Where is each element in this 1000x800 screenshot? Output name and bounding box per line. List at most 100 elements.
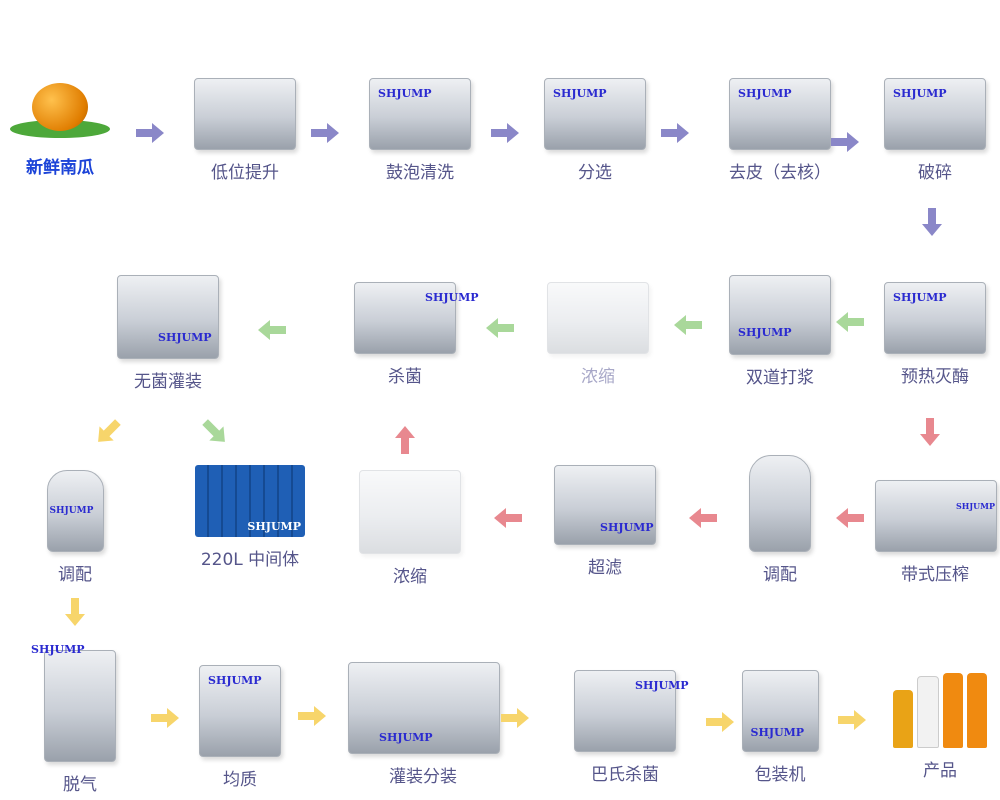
step-label: 预热灭酶 [901,367,969,387]
step-label: 无菌灌装 [134,372,202,392]
machine-image: SHJUMP [544,78,646,150]
step-fresh-pumpkin: 新鲜南瓜 [0,65,120,178]
step-degassing: SHJUMP 脱气 [20,643,140,795]
step-label: 新鲜南瓜 [26,158,94,178]
step-concentration-faded: 浓缩 [538,282,658,387]
step-crushing: SHJUMP 破碎 [875,78,995,183]
arrow-right-icon [838,710,866,730]
step-blending-2: 调配 [720,455,840,585]
arrow-right-icon [298,706,326,726]
arrow-down-icon [922,208,942,236]
brand-logo: SHJUMP [635,679,689,692]
arrow-left-icon [674,315,702,335]
step-low-lift: 低位提升 [185,78,305,183]
step-label: 脱气 [63,775,97,795]
machine-image [547,282,649,354]
arrow-diagonal-icon [91,415,125,449]
step-peeling: SHJUMP 去皮（去核） [720,78,840,183]
arrow-left-icon [486,318,514,338]
brand-logo: SHJUMP [738,326,792,339]
machine-image: SHJUMP [354,282,479,354]
step-label: 杀菌 [388,367,422,387]
machine-image: SHJUMP [884,282,986,354]
step-label: 低位提升 [211,163,279,183]
machine-image: SHJUMP [884,78,986,150]
step-label: 分选 [578,163,612,183]
step-sterilization: SHJUMP 杀菌 [345,282,479,387]
arrow-right-icon [491,123,519,143]
brand-logo: SHJUMP [379,731,433,744]
step-double-pulping: SHJUMP 双道打浆 [720,275,840,388]
brand-logo: SHJUMP [378,87,432,100]
arrow-left-icon [494,508,522,528]
step-ultrafiltration: SHJUMP 超滤 [545,465,665,578]
arrow-left-icon [689,508,717,528]
arrow-right-icon [151,708,179,728]
step-label: 双道打浆 [746,368,814,388]
step-label: 调配 [58,565,92,585]
machine-image [194,78,296,150]
step-bubble-washing: SHJUMP 鼓泡清洗 [360,78,480,183]
step-label: 调配 [763,565,797,585]
machine-image: SHJUMP [574,670,689,752]
arrow-down-icon [920,418,940,446]
step-label: 带式压榨 [901,565,969,585]
drums-image: SHJUMP [195,465,305,537]
step-filling-packing: SHJUMP 灌装分装 [348,662,500,787]
brand-logo: SHJUMP [893,291,947,304]
brand-logo: SHJUMP [893,87,947,100]
machine-image: SHJUMP [117,275,219,359]
step-label: 包装机 [754,765,806,785]
brand-logo: SHJUMP [247,520,301,533]
machine-image: SHJUMP [741,670,819,752]
step-label: 产品 [923,761,957,781]
machine-image [359,470,461,554]
juice-bottles-image [880,670,1000,748]
step-label: 去皮（去核） [729,163,831,183]
step-products: 产品 [880,670,1000,781]
machine-image: SHJUMP [554,465,656,545]
arrow-left-icon [258,320,286,340]
step-label: 巴氏杀菌 [591,765,659,785]
step-sorting: SHJUMP 分选 [535,78,655,183]
arrow-up-icon [395,426,415,454]
step-homogenization: SHJUMP 均质 [180,665,300,790]
brand-logo: SHJUMP [158,331,212,344]
arrow-right-icon [311,123,339,143]
brand-logo: SHJUMP [49,506,94,516]
step-belt-press: SHJUMP 带式压榨 [875,480,997,585]
step-label: 灌装分装 [389,767,457,787]
arrow-right-icon [501,708,529,728]
machine-image: SHJUMP [369,78,471,150]
arrow-right-icon [136,123,164,143]
step-label: 破碎 [918,163,952,183]
tank-image: SHJUMP [46,470,104,552]
step-pasteurization: SHJUMP 巴氏杀菌 [565,670,689,785]
step-blending-1: SHJUMP 调配 [15,470,135,585]
machine-image: SHJUMP [875,480,997,552]
brand-logo: SHJUMP [750,726,805,739]
arrow-down-icon [65,598,85,626]
arrow-left-icon [836,312,864,332]
arrow-diagonal-icon [198,415,232,449]
arrow-right-icon [661,123,689,143]
step-label: 鼓泡清洗 [386,163,454,183]
brand-logo: SHJUMP [425,291,479,304]
step-label: 220L 中间体 [200,550,300,570]
arrow-left-icon [836,508,864,528]
machine-image: SHJUMP [199,665,281,757]
brand-logo: SHJUMP [553,87,607,100]
machine-image: SHJUMP [729,275,831,355]
machine-image: SHJUMP [348,662,500,754]
machine-image: SHJUMP [31,643,116,762]
pumpkin-image [10,65,110,145]
step-220l-intermediate: SHJUMP 220L 中间体 [190,465,310,570]
brand-logo: SHJUMP [738,87,792,100]
step-concentration: 浓缩 [350,470,470,587]
step-label: 均质 [223,770,257,790]
brand-logo: SHJUMP [600,521,654,534]
brand-logo: SHJUMP [956,501,995,511]
machine-image: SHJUMP [729,78,831,150]
